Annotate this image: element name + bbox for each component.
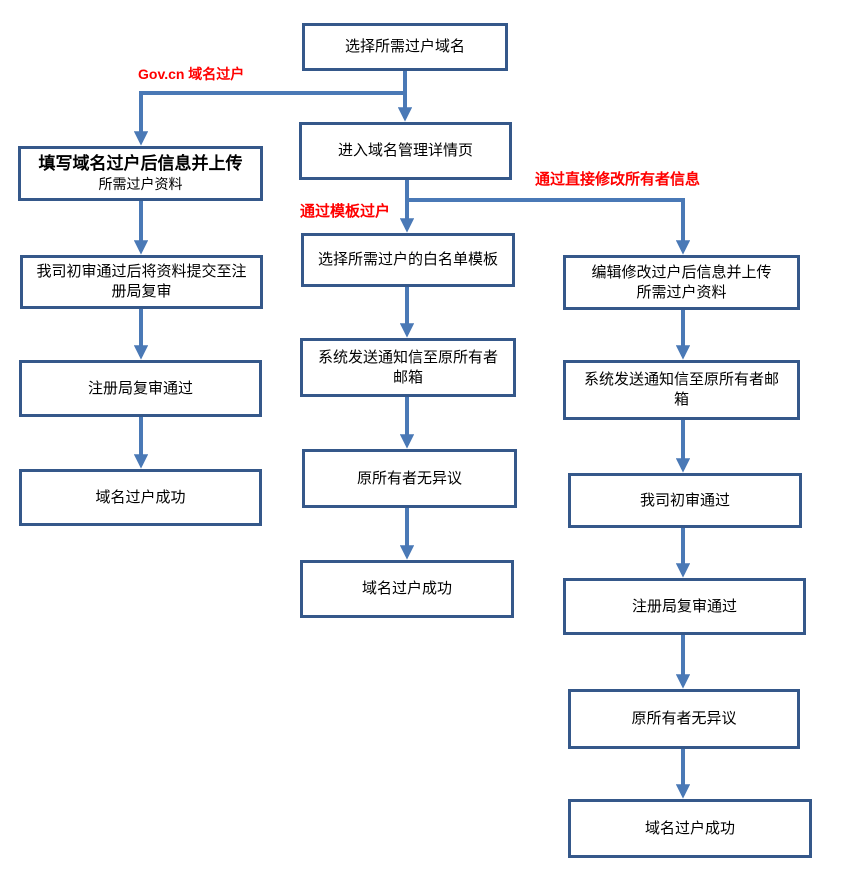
node-label: 原所有者无异议 xyxy=(356,469,462,487)
node-label: 域名过户成功 xyxy=(95,488,186,506)
node-label: 域名过户成功 xyxy=(361,580,452,597)
branch-label-template-transfer: 通过模板过户 xyxy=(300,203,391,220)
node-transfer-success-right: 域名过户成功 xyxy=(568,799,812,858)
node-system-notify-original-owner-middle: 系统发送通知信至原所有者 邮箱 xyxy=(300,338,516,397)
node-select-transfer-domain: 选择所需过户域名 xyxy=(302,23,508,71)
node-registry-review-passed-left: 注册局复审通过 xyxy=(19,360,262,417)
branch-label-govcn-transfer: Gov.cn 域名过户 xyxy=(138,66,245,82)
node-label-line1: 系统发送通知信至原所有者邮 xyxy=(583,371,779,388)
node-registry-review-passed-right: 注册局复审通过 xyxy=(563,578,806,635)
node-label-line1: 编辑修改过户后信息并上传 xyxy=(591,263,772,281)
node-label: 选择所需过户的白名单模板 xyxy=(317,251,498,268)
node-label: 域名过户成功 xyxy=(644,819,735,837)
node-label: 注册局复审通过 xyxy=(631,597,737,615)
node-initial-review-passed-right: 我司初审通过 xyxy=(568,473,802,528)
node-label: 原所有者无异议 xyxy=(631,710,737,727)
node-label: 注册局复审通过 xyxy=(87,379,193,397)
node-select-whitelist-template: 选择所需过户的白名单模板 xyxy=(301,233,515,287)
node-label: 我司初审通过 xyxy=(639,491,730,509)
node-label-line1: 我司初审通过后将资料提交至注 xyxy=(36,263,247,280)
node-label-line2: 册局复审 xyxy=(111,283,172,300)
node-transfer-success-left: 域名过户成功 xyxy=(19,469,262,526)
branch-label-direct-modify: 通过直接修改所有者信息 xyxy=(535,171,701,188)
node-label-line1: 系统发送通知信至原所有者 xyxy=(317,348,498,366)
node-label: 选择所需过户域名 xyxy=(344,38,465,55)
node-initial-review-submit-registry: 我司初审通过后将资料提交至注 册局复审 xyxy=(20,255,263,309)
node-system-notify-original-owner-right: 系统发送通知信至原所有者邮 箱 xyxy=(563,360,800,420)
node-label-line2: 箱 xyxy=(673,391,689,408)
node-label-line2: 邮箱 xyxy=(392,368,423,386)
node-fill-transfer-info-upload: 填写域名过户后信息并上传 所需过户资料 xyxy=(18,146,263,201)
node-label: 进入域名管理详情页 xyxy=(337,142,473,159)
node-transfer-success-middle: 域名过户成功 xyxy=(300,560,514,618)
node-label-line2: 所需过户资料 xyxy=(98,176,183,192)
node-no-objection-middle: 原所有者无异议 xyxy=(302,449,517,508)
node-label-line2: 所需过户资料 xyxy=(636,283,727,301)
node-no-objection-right: 原所有者无异议 xyxy=(568,689,800,749)
node-edit-transfer-info-upload: 编辑修改过户后信息并上传 所需过户资料 xyxy=(563,255,800,310)
node-enter-domain-management: 进入域名管理详情页 xyxy=(299,122,512,180)
node-label-line1: 填写域名过户后信息并上传 xyxy=(38,154,243,173)
